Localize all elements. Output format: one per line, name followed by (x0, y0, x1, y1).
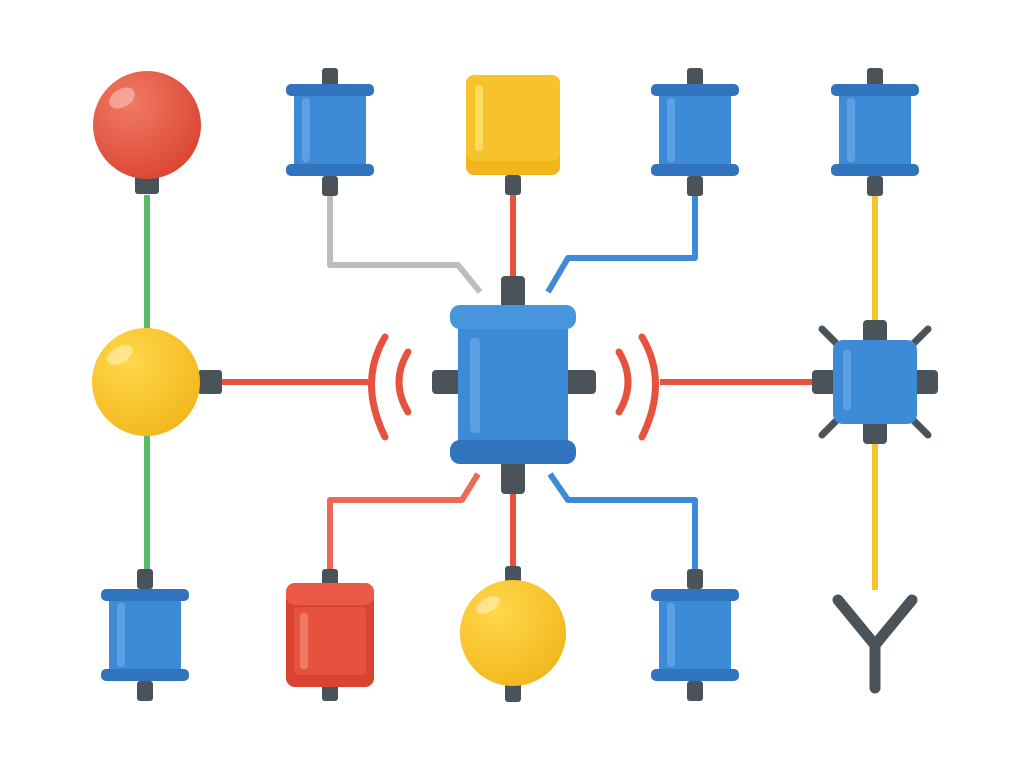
red-box-bottom (286, 569, 374, 701)
red-sphere-node (93, 71, 201, 194)
wire-blue-top (545, 195, 698, 294)
wire-gray (327, 195, 483, 294)
blue-chip-node (812, 320, 938, 444)
wires (144, 195, 878, 590)
yellow-box-top (466, 75, 560, 195)
yellow-sphere-bottom (460, 566, 566, 702)
blue-cylinder-top-3 (831, 68, 919, 196)
blue-cylinder-top-1 (286, 68, 374, 196)
wire-orange-bottom (327, 472, 481, 572)
signal-arcs-right-icon (615, 333, 659, 441)
central-blue-hub (432, 276, 596, 494)
wire-blue-bottom (547, 472, 698, 572)
signal-arcs-left-icon (368, 333, 412, 441)
blue-cylinder-top-2 (651, 68, 739, 196)
antenna-icon (832, 594, 918, 694)
yellow-sphere-node (92, 328, 222, 436)
blue-cylinder-bottom-1 (101, 569, 189, 701)
blue-cylinder-bottom-2 (651, 569, 739, 701)
